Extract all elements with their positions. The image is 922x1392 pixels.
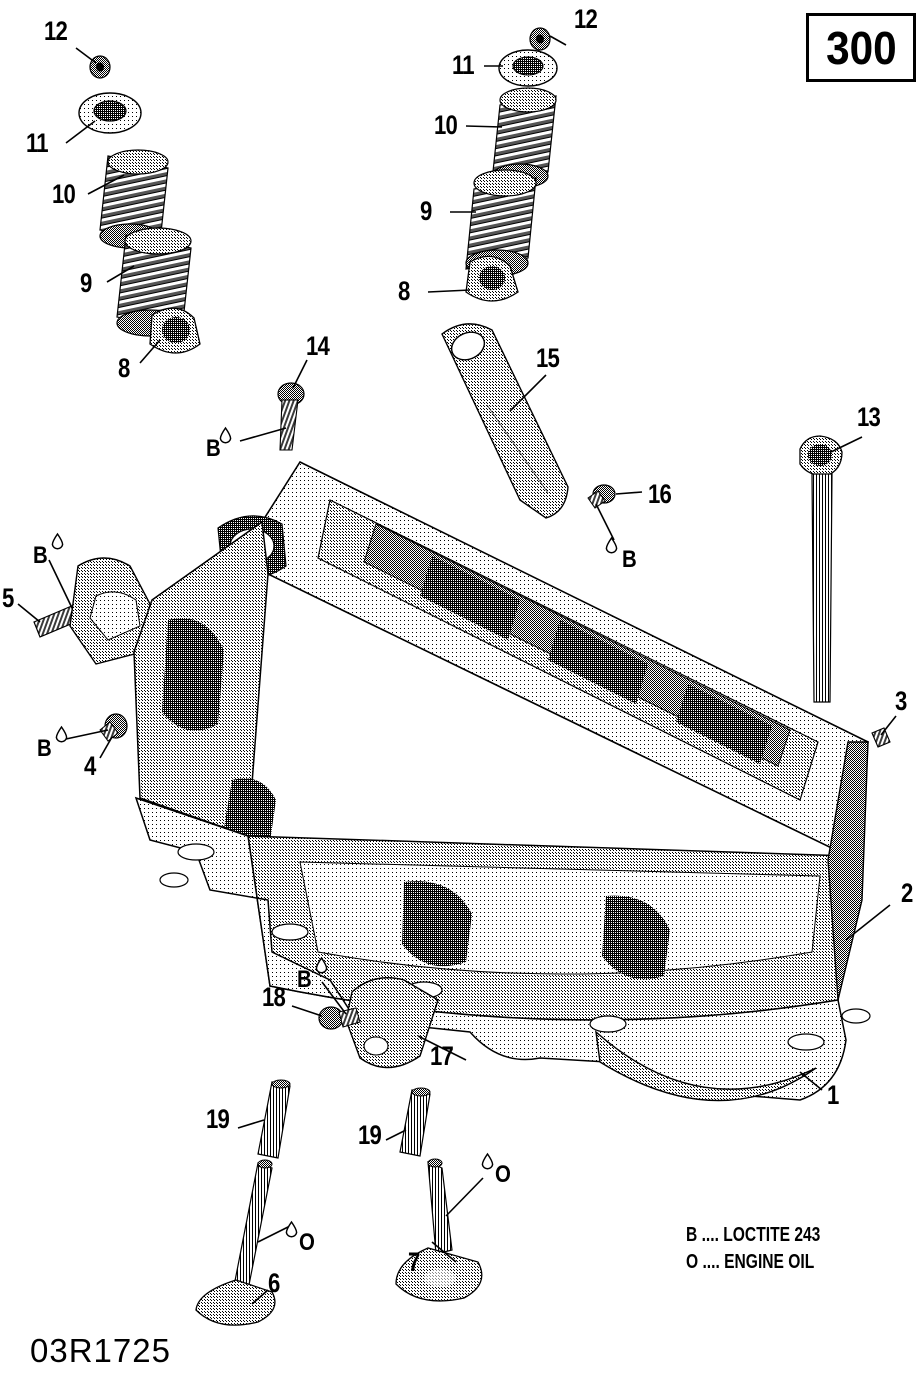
callout-9-left: 9	[80, 268, 92, 298]
callout-9-right: 9	[420, 196, 432, 226]
part-12-valve-collet-right	[529, 27, 551, 51]
loctite-marker-14: B	[206, 437, 221, 461]
part-16-bolt	[587, 484, 643, 541]
callout-10-right: 10	[434, 110, 458, 140]
oil-marker-6: O	[299, 1231, 315, 1255]
part-12-valve-collet-left	[89, 55, 111, 79]
droplet-icon-16	[605, 537, 618, 554]
oil-marker-7: O	[495, 1163, 511, 1187]
part-3-dowel-pin	[871, 715, 897, 748]
callout-19-left: 19	[206, 1104, 230, 1134]
callout-2: 2	[901, 878, 913, 908]
drawing-number: 03R1725	[30, 1332, 171, 1369]
callout-8-right: 8	[398, 276, 410, 306]
droplet-icon-5	[51, 533, 64, 550]
callout-19-right: 19	[358, 1120, 382, 1150]
part-19-valve-guide-left	[237, 1079, 291, 1159]
part-17-lifting-bracket	[345, 977, 467, 1069]
model-badge: 300	[806, 13, 916, 82]
part-19-valve-guide-right	[385, 1087, 431, 1157]
part-11-spring-retainer-left	[78, 92, 142, 134]
part-13-cylinder-head-bolt	[799, 435, 863, 703]
callout-18: 18	[262, 982, 286, 1012]
callout-5: 5	[2, 583, 14, 613]
legend: B .... LOCTITE 243 O .... ENGINE OIL	[686, 1222, 858, 1276]
model-badge-number: 300	[825, 21, 897, 74]
callout-17: 17	[430, 1041, 454, 1071]
loctite-marker-4: B	[37, 737, 52, 761]
droplet-icon-4	[55, 726, 68, 743]
part-8-valve-spring-seat-left	[149, 307, 201, 354]
oil-letter-7: O	[495, 1161, 511, 1188]
loctite-letter-5: B	[33, 542, 48, 569]
loctite-letter-18: B	[297, 966, 312, 993]
loctite-letter-14: B	[206, 435, 221, 462]
part-7-exhaust-valve	[395, 1158, 484, 1302]
part-2-cylinder-head	[69, 460, 891, 1102]
callout-11-right: 11	[452, 50, 475, 80]
loctite-letter-4: B	[37, 735, 52, 762]
legend-loctite: B .... LOCTITE 243	[686, 1224, 821, 1246]
part-18-bolt	[291, 981, 361, 1030]
callout-12-right: 12	[574, 4, 598, 34]
part-14-bolt	[239, 359, 308, 451]
loctite-marker-5: B	[33, 544, 48, 568]
callout-15: 15	[536, 343, 560, 373]
loctite-letter-16: B	[622, 546, 637, 573]
loctite-marker-16: B	[622, 548, 637, 572]
part-15-rocker-arm	[441, 323, 569, 519]
loctite-marker-18: B	[297, 968, 312, 992]
callout-3: 3	[895, 686, 907, 716]
callout-11-left: 11	[26, 128, 49, 158]
valve-spring-assembly-right	[427, 27, 567, 302]
callout-14: 14	[306, 331, 330, 361]
callout-6: 6	[268, 1268, 280, 1298]
callout-13: 13	[857, 402, 881, 432]
droplet-icon-14	[219, 427, 232, 444]
droplet-icon-6	[285, 1221, 298, 1238]
droplet-icon-7	[481, 1153, 494, 1170]
callout-12-left: 12	[44, 16, 68, 46]
legend-engine-oil: O .... ENGINE OIL	[686, 1251, 815, 1273]
callout-1: 1	[827, 1080, 839, 1110]
part-8-valve-spring-seat-right	[465, 255, 519, 302]
callout-16: 16	[648, 479, 672, 509]
part-6-intake-valve	[195, 1159, 291, 1326]
part-4-bolt	[65, 713, 128, 759]
callout-10-left: 10	[52, 179, 76, 209]
part-1-cylinder-head-gasket	[595, 1030, 817, 1102]
oil-letter-6: O	[299, 1229, 315, 1256]
part-11-spring-retainer-right	[498, 49, 558, 87]
callout-4: 4	[84, 751, 96, 781]
callout-8-left: 8	[118, 353, 130, 383]
callout-7: 7	[408, 1247, 420, 1277]
valve-spring-assembly-left	[65, 47, 201, 364]
